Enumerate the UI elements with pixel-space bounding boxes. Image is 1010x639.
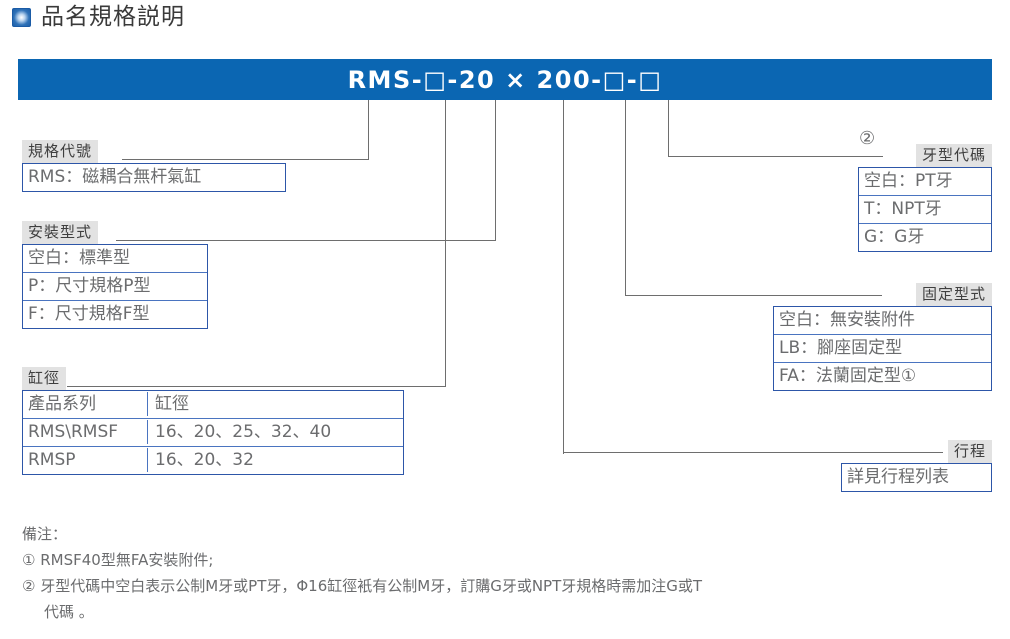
callout-thread-code-table: 空白：PT牙 T：NPT牙 G：G牙 [858, 167, 992, 252]
leader-line-bore-v [445, 100, 447, 387]
callout-fixing-type-table: 空白：無安裝附件 LB：腳座固定型 FA：法蘭固定型① [773, 306, 992, 391]
notes-section: 備注： ① RMSF40型無FA安裝附件; ② 牙型代碼中空白表示公制M牙或PT… [22, 521, 702, 625]
callout-thread-code: 牙型代碼 空白：PT牙 T：NPT牙 G：G牙 [812, 144, 992, 252]
callout-stroke: 行程 詳見行程列表 [812, 440, 992, 492]
leader-line-thread-v [668, 100, 670, 157]
callout-mounting-type-header: 安裝型式 [22, 221, 99, 244]
bore-series-cell: RMSP [28, 448, 148, 472]
note-item-2: ② 牙型代碼中空白表示公制M牙或PT牙，Φ16缸徑衹有公制M牙，訂購G牙或NPT… [22, 577, 703, 595]
callout-bore: 缸徑 產品系列 缸徑 RMS\RMSF 16、20、25、32、40 RMSP … [22, 367, 404, 475]
leader-line-mounting-v [495, 100, 497, 241]
note-item-1: ① RMSF40型無FA安裝附件; [22, 551, 214, 569]
table-row: 空白：標準型 [23, 245, 207, 273]
callout-spec-code-table: RMS：磁耦合無杆氣缸 [22, 163, 286, 192]
table-row: G：G牙 [864, 227, 925, 247]
page-title-text: 品名規格説明 [41, 4, 185, 30]
table-row: 空白：PT牙 [859, 168, 991, 196]
callout-mounting-type: 安裝型式 空白：標準型 P：尺寸規格P型 F：尺寸規格F型 [22, 221, 208, 329]
bore-series-cell: RMS\RMSF [28, 420, 148, 444]
callout-fixing-type-header: 固定型式 [915, 283, 992, 306]
callout-spec-code-header: 規格代號 [22, 140, 99, 163]
table-row: P：尺寸規格P型 [23, 273, 207, 301]
leader-line-mounting-h [116, 240, 496, 242]
callout-stroke-table: 詳見行程列表 [841, 463, 992, 492]
table-row: 空白：無安裝附件 [774, 307, 991, 335]
table-row: 詳見行程列表 [847, 467, 949, 487]
callout-mounting-type-table: 空白：標準型 P：尺寸規格P型 F：尺寸規格F型 [22, 244, 208, 329]
page-title: 品名規格説明 [12, 6, 185, 29]
table-row: FA：法蘭固定型① [779, 366, 917, 386]
leader-line-fixing-h [625, 295, 882, 297]
callout-spec-code: 規格代號 RMS：磁耦合無杆氣缸 [22, 140, 286, 192]
footnote-marker-2: ② [859, 128, 876, 149]
table-row: RMSP 16、20、32 [23, 447, 403, 474]
callout-stroke-header: 行程 [947, 440, 992, 463]
table-row: RMS\RMSF 16、20、25、32、40 [23, 419, 403, 447]
table-header-row: 產品系列 缸徑 [23, 391, 403, 419]
callout-thread-code-header: 牙型代碼 [915, 144, 992, 167]
model-code-text: RMS-□-20 × 200-□-□ [347, 65, 663, 94]
callout-fixing-type: 固定型式 空白：無安裝附件 LB：腳座固定型 FA：法蘭固定型① [762, 283, 992, 391]
notes-label: 備注： [22, 525, 68, 543]
leader-line-stroke-h [563, 452, 943, 454]
model-code-bar: RMS-□-20 × 200-□-□ [18, 59, 992, 100]
bore-col-series-header: 產品系列 [28, 392, 148, 416]
blue-square-icon [12, 8, 31, 27]
leader-line-thread-h [668, 156, 883, 158]
leader-line-spec-code-v [368, 100, 370, 160]
leader-line-stroke-v [563, 100, 565, 454]
table-row: F：尺寸規格F型 [28, 304, 150, 324]
bore-col-bore-header: 缸徑 [155, 394, 189, 414]
table-row: T：NPT牙 [859, 196, 991, 224]
table-row: RMS：磁耦合無杆氣缸 [28, 167, 202, 187]
note-item-2-cont: 代碼 。 [44, 603, 94, 621]
callout-bore-header: 缸徑 [22, 367, 67, 390]
table-row: LB：腳座固定型 [774, 335, 991, 363]
bore-values-cell: 16、20、25、32、40 [155, 422, 332, 442]
callout-bore-table: 產品系列 缸徑 RMS\RMSF 16、20、25、32、40 RMSP 16、… [22, 390, 404, 475]
leader-line-spec-code-h [122, 159, 369, 161]
leader-line-fixing-v [625, 100, 627, 296]
bore-values-cell: 16、20、32 [155, 450, 254, 470]
leader-line-bore-h [67, 386, 446, 388]
